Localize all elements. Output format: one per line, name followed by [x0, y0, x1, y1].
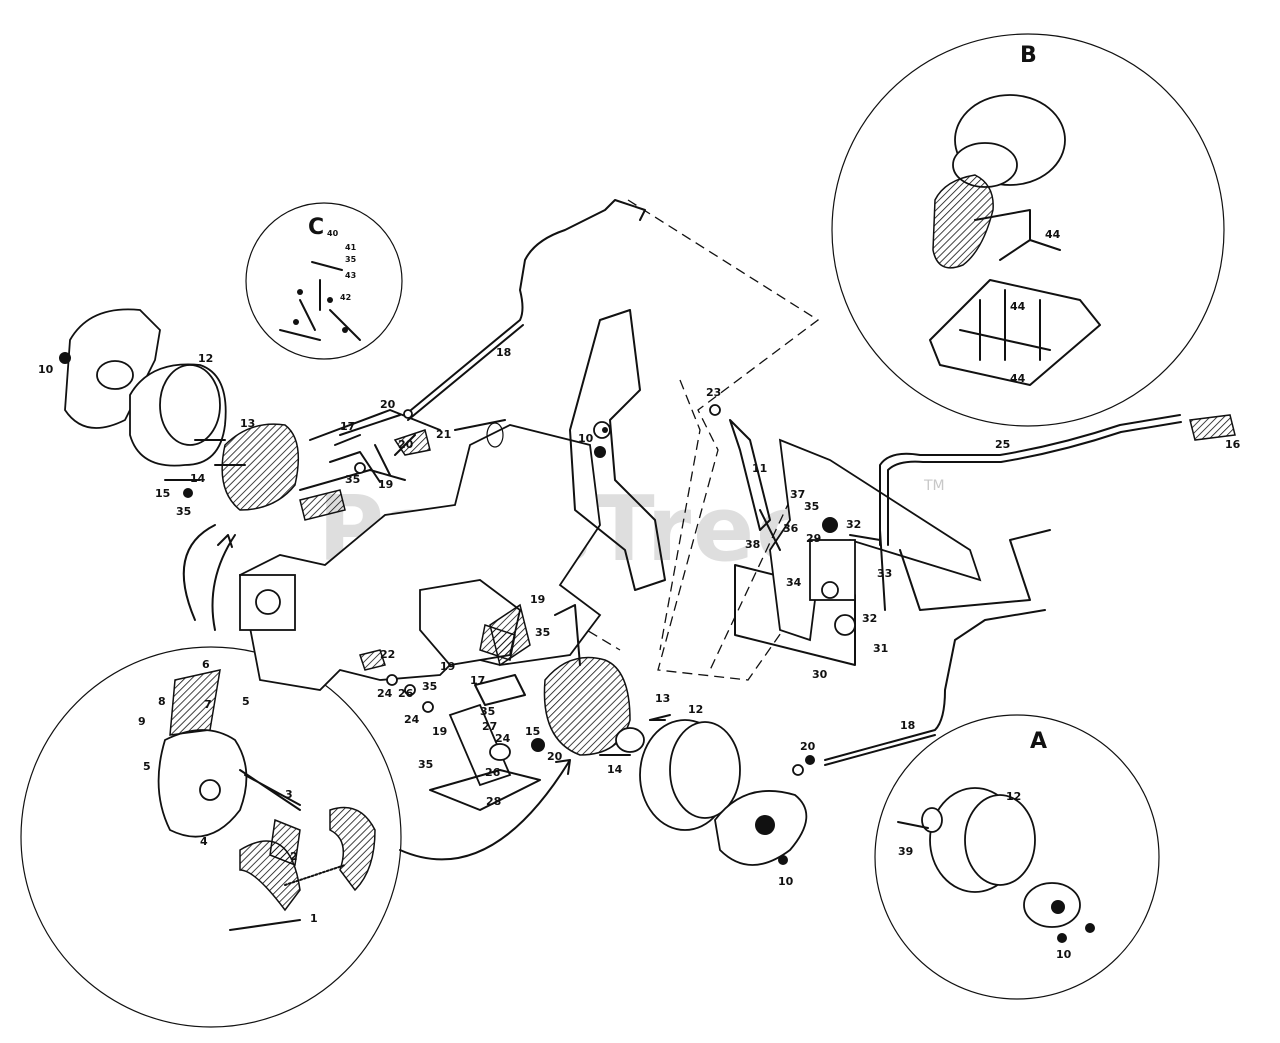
- svg-text:21: 21: [436, 428, 451, 441]
- svg-text:14: 14: [607, 763, 623, 776]
- svg-text:14: 14: [190, 472, 206, 485]
- svg-text:19: 19: [530, 593, 545, 606]
- svg-text:29: 29: [806, 532, 821, 545]
- svg-text:19: 19: [440, 660, 455, 673]
- svg-text:20: 20: [547, 750, 563, 763]
- svg-text:44: 44: [1045, 228, 1061, 241]
- svg-text:15: 15: [525, 725, 540, 738]
- svg-text:31: 31: [873, 642, 888, 655]
- svg-text:35: 35: [345, 473, 360, 486]
- svg-text:35: 35: [176, 505, 191, 518]
- svg-text:42: 42: [340, 293, 351, 302]
- svg-text:10: 10: [778, 875, 794, 888]
- svg-text:16: 16: [1225, 438, 1241, 451]
- svg-text:24: 24: [404, 713, 420, 726]
- svg-text:24: 24: [377, 687, 393, 700]
- svg-text:13: 13: [655, 692, 670, 705]
- svg-text:10: 10: [38, 363, 54, 376]
- svg-text:5: 5: [242, 695, 250, 708]
- svg-text:26: 26: [485, 766, 501, 779]
- svg-text:10: 10: [578, 432, 594, 445]
- svg-text:5: 5: [143, 760, 151, 773]
- svg-text:36: 36: [783, 522, 799, 535]
- svg-text:37: 37: [790, 488, 805, 501]
- svg-text:1: 1: [310, 912, 318, 925]
- svg-text:4: 4: [200, 835, 208, 848]
- svg-text:35: 35: [535, 626, 550, 639]
- svg-text:39: 39: [898, 845, 913, 858]
- svg-text:B: B: [1020, 43, 1037, 68]
- svg-text:26: 26: [398, 687, 414, 700]
- svg-text:35: 35: [804, 500, 819, 513]
- svg-text:35: 35: [422, 680, 437, 693]
- svg-text:20: 20: [380, 398, 396, 411]
- svg-text:40: 40: [327, 229, 339, 238]
- svg-text:10: 10: [1056, 948, 1072, 961]
- svg-text:32: 32: [862, 612, 877, 625]
- svg-text:19: 19: [378, 478, 393, 491]
- svg-text:11: 11: [752, 462, 767, 475]
- svg-text:17: 17: [340, 420, 355, 433]
- svg-text:32: 32: [846, 518, 861, 531]
- svg-text:34: 34: [786, 576, 802, 589]
- svg-text:44: 44: [1010, 372, 1026, 385]
- svg-text:13: 13: [240, 417, 255, 430]
- svg-text:35: 35: [418, 758, 433, 771]
- main-assembly: 10 12 13 14 15 35 18 20 17 21 35 19 20 1…: [38, 199, 1241, 888]
- svg-text:C: C: [308, 215, 324, 240]
- detail-circle-a: A 12 39 10: [874, 714, 1160, 1000]
- svg-text:A: A: [1030, 729, 1047, 754]
- svg-text:22: 22: [380, 648, 395, 661]
- watermark-trademark: TM: [923, 478, 945, 494]
- svg-text:18: 18: [900, 719, 915, 732]
- svg-text:27: 27: [482, 720, 497, 733]
- svg-text:20: 20: [800, 740, 816, 753]
- svg-text:38: 38: [745, 538, 760, 551]
- detail-circle-b: B 44 44 44: [831, 33, 1225, 427]
- detail-circle-c: C 40 41 35 43 42: [245, 202, 403, 360]
- svg-text:17: 17: [470, 674, 485, 687]
- svg-text:8: 8: [158, 695, 166, 708]
- svg-text:15: 15: [155, 487, 170, 500]
- svg-text:6: 6: [202, 658, 210, 671]
- svg-text:30: 30: [812, 668, 828, 681]
- svg-text:25: 25: [995, 438, 1010, 451]
- svg-text:12: 12: [198, 352, 213, 365]
- svg-text:24: 24: [495, 732, 511, 745]
- svg-text:2: 2: [290, 850, 298, 863]
- svg-text:35: 35: [480, 705, 495, 718]
- svg-text:43: 43: [345, 271, 356, 280]
- svg-text:7: 7: [204, 698, 212, 711]
- svg-text:19: 19: [432, 725, 447, 738]
- svg-text:12: 12: [1006, 790, 1021, 803]
- svg-text:18: 18: [496, 346, 511, 359]
- svg-text:20: 20: [398, 438, 414, 451]
- svg-text:9: 9: [138, 715, 146, 728]
- svg-text:23: 23: [706, 386, 721, 399]
- svg-text:35: 35: [345, 255, 357, 264]
- svg-text:12: 12: [688, 703, 703, 716]
- svg-text:33: 33: [877, 567, 892, 580]
- svg-text:28: 28: [486, 795, 501, 808]
- svg-text:41: 41: [345, 243, 357, 252]
- detail-circle-brake: 6 8 9 7 5 5 3 4 2 1: [20, 524, 571, 1028]
- svg-text:3: 3: [285, 788, 293, 801]
- svg-text:44: 44: [1010, 300, 1026, 313]
